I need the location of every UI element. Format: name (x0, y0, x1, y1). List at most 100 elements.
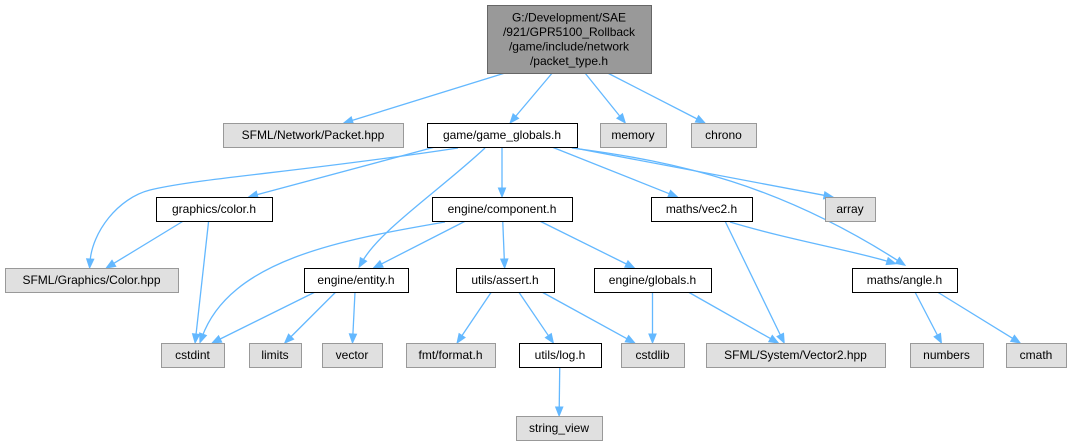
node-box (406, 343, 496, 368)
edge-line (914, 291, 938, 336)
edge-engine_entity-to-vector (348, 291, 358, 345)
node-label: array (836, 202, 863, 216)
node-box (691, 123, 757, 148)
node-game-globals[interactable]: game/game_globals.h (427, 123, 578, 148)
node-vector: vector (322, 343, 383, 368)
node-box (594, 268, 712, 293)
node-label: SFML/System/Vector2.hpp (724, 348, 867, 362)
edge-line (461, 291, 492, 336)
node-box (223, 123, 404, 148)
node-graphics-color[interactable]: graphics/color.h (156, 197, 273, 222)
node-sfml-packet: SFML/Network/Packet.hpp (223, 123, 404, 148)
edge-arrowhead (348, 333, 358, 345)
edge-engine_component-to-engine_globals (539, 220, 636, 269)
edge-arrowhead (191, 333, 201, 345)
edge-arrowhead (358, 256, 368, 269)
edge-line (502, 220, 505, 260)
edge-line (937, 291, 1013, 339)
edge-line (558, 366, 561, 408)
edge-graphics_color-to-cstdint (191, 220, 210, 345)
node-label: G:/Development/SAE (512, 10, 626, 24)
edge-maths_vec2-to-sfml_vector2 (724, 220, 785, 345)
node-box (651, 197, 753, 222)
edge-arrowhead (615, 112, 627, 125)
edge-game_globals-to-maths_angle (571, 147, 907, 266)
edges-layer (85, 72, 1022, 418)
edge-arrowhead (283, 333, 295, 344)
node-label: cmath (1020, 348, 1053, 362)
node-label: vector (336, 348, 369, 362)
edge-arrowhead (199, 332, 208, 344)
edge-line (518, 291, 549, 336)
node-engine-globals[interactable]: engine/globals.h (594, 268, 712, 293)
node-limits: limits (249, 343, 302, 368)
edge-graphics_color-to-sfml_color (105, 220, 184, 269)
node-box (910, 343, 984, 368)
node-box (621, 343, 685, 368)
edge-line (201, 221, 446, 338)
node-label: /game/include/network (509, 39, 630, 53)
node-box (600, 123, 667, 148)
edge-utils_assert-to-fmt_format (456, 291, 492, 345)
node-box (322, 343, 383, 368)
node-utils-log[interactable]: utils/log.h (519, 343, 602, 368)
node-maths-angle[interactable]: maths/angle.h (852, 268, 958, 293)
edge-line (724, 220, 781, 336)
node-string-view: string_view (516, 416, 603, 441)
node-box (156, 197, 273, 222)
edge-line (352, 291, 356, 335)
node-box (432, 197, 573, 222)
node-memory: memory (600, 123, 667, 148)
edge-arrowhead (342, 116, 355, 125)
edge-engine_entity-to-limits (283, 291, 337, 344)
node-label: chrono (705, 128, 742, 142)
edge-engine_component-to-utils_assert (499, 220, 509, 270)
node-chrono: chrono (691, 123, 757, 148)
edge-arrowhead (372, 259, 384, 269)
node-packet-type: G:/Development/SAE/921/GPR5100_Rollback/… (487, 5, 652, 74)
node-label: engine/component.h (448, 202, 557, 216)
edge-arrowhead (85, 258, 95, 270)
edge-engine_globals-to-sfml_vector2 (687, 291, 780, 344)
node-label: /packet_type.h (530, 54, 608, 68)
edge-line (515, 72, 553, 117)
node-label: cstdlib (635, 348, 669, 362)
edge-line (607, 72, 698, 120)
edge-engine_entity-to-cstdint (210, 291, 316, 344)
edge-arrowhead (499, 258, 509, 270)
node-box (519, 343, 602, 368)
edge-arrowhead (885, 256, 898, 266)
node-utils-assert[interactable]: utils/assert.h (456, 268, 555, 293)
node-box (706, 343, 886, 368)
edge-packet_type-to-memory (584, 72, 627, 125)
node-box (249, 343, 302, 368)
edge-maths_angle-to-numbers (914, 291, 943, 345)
node-cstdint: cstdint (161, 343, 225, 368)
node-engine-entity[interactable]: engine/entity.h (304, 268, 409, 293)
node-label: maths/angle.h (867, 273, 942, 287)
edge-line (290, 291, 337, 338)
edge-maths_vec2-to-maths_angle (729, 221, 898, 266)
node-label: engine/globals.h (609, 273, 696, 287)
node-box (161, 343, 225, 368)
node-label: graphics/color.h (172, 202, 256, 216)
node-engine-component[interactable]: engine/component.h (432, 197, 573, 222)
node-label: /921/GPR5100_Rollback (503, 25, 636, 39)
node-box (1006, 343, 1067, 368)
node-box (487, 5, 652, 74)
edge-engine_globals-to-cstdlib (648, 292, 657, 345)
node-box (825, 197, 876, 222)
node-maths-vec2[interactable]: maths/vec2.h (651, 197, 753, 222)
edge-arrowhead (105, 259, 117, 269)
edge-arrowhead (667, 189, 679, 198)
edge-line (571, 147, 901, 263)
node-label: memory (611, 128, 654, 142)
edge-arrowhead (933, 332, 943, 345)
node-label: SFML/Graphics/Color.hpp (22, 273, 160, 287)
edge-line (584, 72, 621, 117)
edge-line (381, 220, 466, 265)
edge-utils_assert-to-utils_log (518, 291, 555, 345)
edge-arrowhead (624, 259, 636, 269)
node-label: utils/assert.h (471, 273, 538, 287)
